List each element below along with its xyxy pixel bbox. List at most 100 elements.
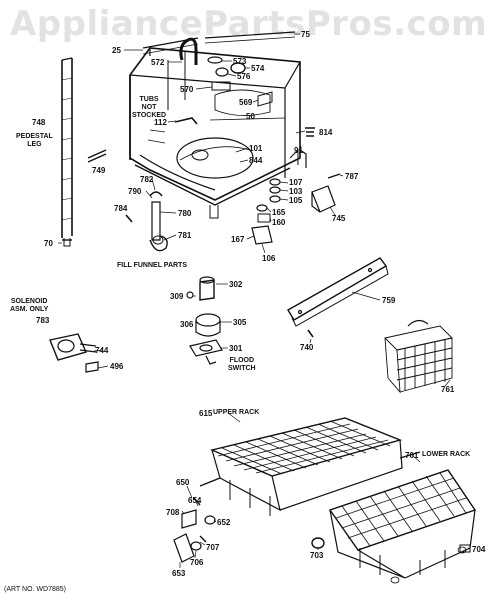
part-label-301: 301 <box>229 344 243 353</box>
part-label-165: 165 <box>272 208 286 217</box>
vent-576 <box>215 67 229 77</box>
part-label-309: 309 <box>170 292 184 301</box>
part-label-106: 106 <box>262 254 276 263</box>
solenoid-assembly <box>49 333 99 373</box>
part-label-574: 574 <box>251 64 265 73</box>
part-label-707: 707 <box>206 543 220 552</box>
part-label-745: 745 <box>332 214 346 223</box>
part-label-615: 615 <box>199 409 213 418</box>
caption-lower-rack: LOWER RACK <box>422 451 471 458</box>
art-number: (ART NO. WD7885) <box>4 586 66 593</box>
caption-upper-rack: UPPER RACK <box>213 409 260 416</box>
part-label-704: 704 <box>472 545 486 554</box>
part-label-740: 740 <box>300 343 314 352</box>
part-label-650: 650 <box>176 478 190 487</box>
part-label-50: 50 <box>246 112 255 121</box>
part-label-780: 780 <box>178 209 192 218</box>
part-label-112: 112 <box>154 118 167 127</box>
hinge-160 <box>257 213 271 223</box>
part-label-749: 749 <box>92 166 106 175</box>
washer-107 <box>269 178 281 186</box>
stud-654 <box>193 497 201 506</box>
clip-309 <box>186 291 194 299</box>
wire-112 <box>174 117 198 125</box>
roller-652 <box>204 515 216 525</box>
part-label-761: 761 <box>441 385 455 394</box>
screw-787 <box>327 173 341 179</box>
part-label-814: 814 <box>319 128 333 137</box>
part-label-305: 305 <box>233 318 247 327</box>
caption-solenoid: SOLENOID ASM. ONLY <box>10 298 49 313</box>
bracket-653 <box>173 533 195 563</box>
part-label-70: 70 <box>44 239 53 248</box>
latch-569 <box>257 91 273 107</box>
part-label-701: 701 <box>405 451 419 460</box>
wheel-703 <box>311 537 325 549</box>
part-label-783: 783 <box>36 316 50 325</box>
part-label-306: 306 <box>180 320 194 329</box>
part-label-652: 652 <box>217 518 231 527</box>
part-label-75: 75 <box>301 30 310 39</box>
strip-75 <box>204 31 296 44</box>
screw-784 <box>125 214 133 223</box>
part-label-570: 570 <box>180 85 194 94</box>
part-label-703: 703 <box>310 551 324 560</box>
washer-105 <box>269 195 281 203</box>
leader-lines <box>58 33 471 568</box>
lower-rack-701 <box>328 469 477 584</box>
part-label-784: 784 <box>114 204 128 213</box>
rack-adjuster-parts <box>173 497 216 563</box>
part-label-91: 91 <box>294 146 303 155</box>
watermark-text: AppliancePartsPros.com <box>9 4 487 44</box>
tub-assembly <box>129 47 301 219</box>
part-label-302: 302 <box>229 280 243 289</box>
wheel-706 <box>190 541 202 551</box>
part-label-706: 706 <box>190 558 204 567</box>
caption-flood-switch: FLOOD SWITCH <box>228 357 256 372</box>
stop-708 <box>181 509 197 529</box>
part-label-25: 25 <box>112 46 121 55</box>
part-label-782: 782 <box>140 175 154 184</box>
part-label-748: 748 <box>32 118 46 127</box>
vent-cap-573 <box>207 56 223 64</box>
caption-pedestal-leg: PEDESTAL LEG <box>16 133 53 148</box>
pin-707 <box>199 535 207 543</box>
part-label-160: 160 <box>272 218 286 227</box>
part-label-105: 105 <box>289 196 303 205</box>
part-label-107: 107 <box>289 178 303 187</box>
part-label-781: 781 <box>178 231 192 240</box>
upper-rack-615 <box>199 417 421 516</box>
part-label-844: 844 <box>249 156 263 165</box>
part-label-103: 103 <box>289 187 303 196</box>
part-label-790: 790 <box>128 187 142 196</box>
bracket-745 <box>311 185 336 213</box>
pedestal-leg-748 <box>61 57 73 247</box>
leveling-screw-749 <box>87 149 107 163</box>
part-label-572: 572 <box>151 58 165 67</box>
flood-switch-assembly <box>186 276 223 365</box>
fill-funnel <box>149 191 168 252</box>
spring-814 <box>305 127 315 137</box>
part-label-573: 573 <box>233 57 247 66</box>
part-label-496: 496 <box>110 362 124 371</box>
bracket-91 <box>299 149 307 168</box>
part-label-653: 653 <box>172 569 186 578</box>
caption-fill-funnel-parts: FILL FUNNEL PARTS <box>117 262 187 269</box>
hinge-167 <box>251 225 273 245</box>
part-label-569: 569 <box>239 98 253 107</box>
part-label-787: 787 <box>345 172 359 181</box>
nut-165 <box>256 204 268 212</box>
part-label-759: 759 <box>382 296 396 305</box>
washer-103 <box>269 186 281 194</box>
vent-hose-572 <box>179 37 198 65</box>
part-label-167: 167 <box>231 235 245 244</box>
part-label-744: 744 <box>95 346 109 355</box>
part-label-101: 101 <box>249 144 263 153</box>
part-label-576: 576 <box>237 72 251 81</box>
part-label-708: 708 <box>166 508 180 517</box>
part-label-654: 654 <box>188 496 202 505</box>
rack-rail-759 <box>287 257 389 327</box>
silverware-basket-761 <box>384 319 453 394</box>
